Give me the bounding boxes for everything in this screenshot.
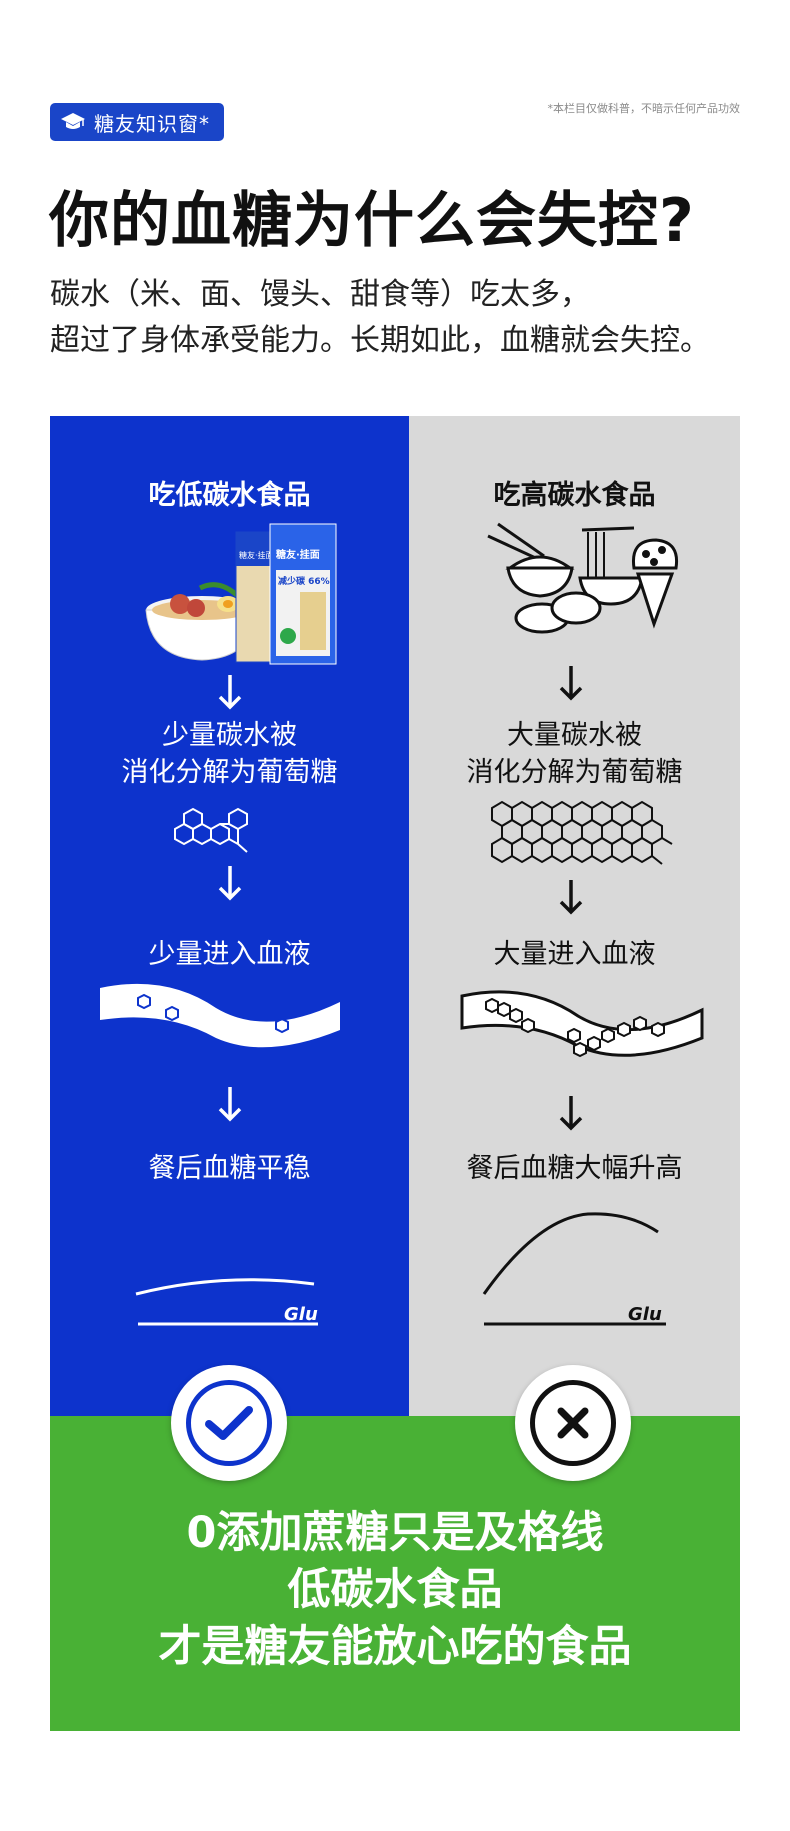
high-carb-step2: 大量进入血液 <box>493 939 656 970</box>
blood-vessel-low <box>100 983 340 1048</box>
package-large-label: 糖友·挂面 <box>276 548 320 561</box>
low-carb-panel <box>50 416 409 1416</box>
down-arrow-icon <box>559 1096 583 1131</box>
high-carb-step3: 餐后血糖大幅升高 <box>466 1153 683 1184</box>
cross-ring <box>530 1380 616 1466</box>
glucose-curve-low <box>135 1278 318 1326</box>
page-title: 你的血糖为什么会失控? <box>49 186 695 256</box>
cross-icon <box>557 1407 589 1439</box>
high-carb-food-illustration <box>487 522 679 634</box>
check-ring <box>186 1380 272 1466</box>
low-carb-step1: 少量碳水被 消化分解为葡萄糖 <box>50 717 409 791</box>
low-carb-heading: 吃低碳水食品 <box>148 480 311 511</box>
package-percent: 减少碳 66% <box>278 575 330 587</box>
intro-text: 碳水（米、面、馒头、甜食等）吃太多， 超过了身体承受能力。长期如此，血糖就会失控… <box>50 272 710 364</box>
down-arrow-icon <box>559 666 583 701</box>
intro-line: 碳水（米、面、馒头、甜食等）吃太多， <box>50 277 590 312</box>
conclusion-text: 0添加蔗糖只是及格线 低碳水食品 才是糖友能放心吃的食品 <box>50 1505 740 1676</box>
down-arrow-icon <box>218 1087 242 1122</box>
blood-vessel-high <box>460 990 704 1058</box>
high-carb-panel <box>409 416 740 1416</box>
graduation-cap-icon <box>61 113 85 129</box>
disclaimer: *本栏目仅做科普，不暗示任何产品功效 <box>547 102 741 115</box>
check-badge <box>171 1365 287 1481</box>
low-carb-step3: 餐后血糖平稳 <box>148 1153 311 1184</box>
high-carb-step1: 大量碳水被 消化分解为葡萄糖 <box>409 717 740 791</box>
intro-line: 超过了身体承受能力。长期如此，血糖就会失控。 <box>50 323 710 358</box>
down-arrow-icon <box>218 866 242 901</box>
cross-badge <box>515 1365 631 1481</box>
check-icon <box>205 1406 253 1440</box>
step-line: 大量碳水被 <box>507 720 642 751</box>
down-arrow-icon <box>218 675 242 710</box>
conclusion-line: 低碳水食品 <box>287 1565 503 1615</box>
hexagon-honeycomb-icon <box>491 800 673 865</box>
glucose-curve-high <box>482 1212 666 1326</box>
hexagon-molecule-icon <box>174 807 248 853</box>
knowledge-badge: 糖友知识窗* <box>50 103 224 141</box>
conclusion-line: 0添加蔗糖只是及格线 <box>186 1508 604 1558</box>
high-carb-heading: 吃高碳水食品 <box>493 480 656 511</box>
conclusion-panel <box>50 1416 740 1731</box>
step-line: 消化分解为葡萄糖 <box>121 757 338 788</box>
step-line: 消化分解为葡萄糖 <box>466 757 683 788</box>
conclusion-line: 才是糖友能放心吃的食品 <box>158 1622 632 1672</box>
glu-label: Glu <box>284 1304 318 1325</box>
low-carb-step2: 少量进入血液 <box>148 939 311 970</box>
step-line: 少量碳水被 <box>162 720 297 751</box>
badge-label: 糖友知识窗* <box>94 111 210 136</box>
package-small-label: 糖友·挂面 <box>239 550 274 560</box>
down-arrow-icon <box>559 880 583 915</box>
glu-label: Glu <box>628 1304 662 1325</box>
low-carb-food-illustration: 糖友·挂面 糖友·挂面 减少碳 66% <box>145 523 337 665</box>
